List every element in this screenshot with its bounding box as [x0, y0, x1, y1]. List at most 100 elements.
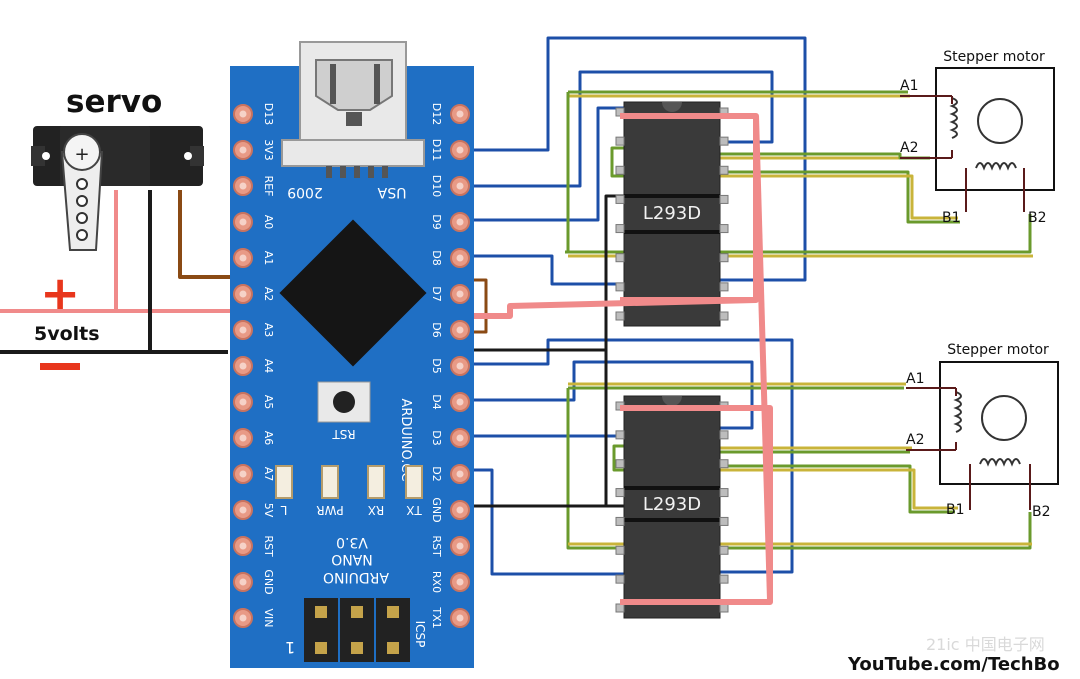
- chip-pin-right: [719, 574, 729, 584]
- plus-sign: +: [40, 266, 80, 322]
- chip-pin-left: [615, 165, 625, 175]
- right-pin-hole: [456, 218, 464, 226]
- stepper-motor-2-title: Stepper motor: [947, 342, 1049, 358]
- brand-label: ARDUINO.CC: [398, 398, 413, 481]
- chip-pin-right: [719, 136, 729, 146]
- right-pin-hole: [456, 290, 464, 298]
- left-pin-label: A2: [262, 287, 275, 302]
- chip-label-bg: [624, 196, 720, 230]
- watermark-logo: 21ic 中国电子网: [926, 635, 1045, 654]
- left-pin-label: 3V3: [262, 139, 275, 161]
- chip-pin-right: [719, 459, 729, 469]
- left-pin-hole: [239, 470, 247, 478]
- motor-1-a2: A2: [900, 140, 918, 156]
- left-pin-label: 5V: [262, 503, 275, 518]
- right-pin-hole: [456, 182, 464, 190]
- chip-pins: [615, 107, 729, 613]
- right-pin-label: D6: [430, 322, 443, 337]
- right-pin-hole: [456, 614, 464, 622]
- right-pin-label: D4: [430, 394, 443, 409]
- right-pin-hole: [456, 110, 464, 118]
- version-label: V3.0: [336, 534, 368, 550]
- icsp-pin1-label: 1: [285, 638, 295, 657]
- servo: servo +: [31, 84, 204, 251]
- right-pin-label: TX1: [430, 606, 443, 628]
- led-label-tx: TX: [406, 503, 423, 517]
- right-pin-hole: [456, 326, 464, 334]
- stepper-motor-2: Stepper motor A1 A2 B1 B2: [906, 342, 1059, 520]
- right-pin-label: D3: [430, 430, 443, 445]
- svg-text:+: +: [74, 144, 89, 165]
- right-pin-hole: [456, 542, 464, 550]
- motor-2-b1: B1: [946, 502, 965, 518]
- stepper-motor-1: Stepper motor A1 A2 B1 B2: [900, 49, 1055, 226]
- right-pin-label: RST: [430, 535, 443, 557]
- right-pin-hole: [456, 506, 464, 514]
- driver-chip-2: L293D: [623, 395, 721, 619]
- chip-pin-left: [615, 459, 625, 469]
- right-pin-label: D10: [430, 175, 443, 197]
- rst-label: RST: [332, 427, 356, 441]
- chip-pin-left: [615, 603, 625, 613]
- left-pin-label: A3: [262, 323, 275, 338]
- wire-d9: [462, 106, 624, 222]
- left-pin-label: A1: [262, 251, 275, 266]
- right-pin-label: D9: [430, 214, 443, 229]
- icsp-header: [304, 598, 410, 662]
- right-pin-hole: [456, 578, 464, 586]
- left-pin-label: A5: [262, 395, 275, 410]
- chip-pin-right: [719, 165, 729, 175]
- right-pin-label: D11: [430, 139, 443, 161]
- wire-d10: [462, 70, 774, 188]
- usb-text-left: 2009: [287, 184, 323, 200]
- wire-d5: [462, 338, 794, 574]
- left-pin-hole: [239, 182, 247, 190]
- chip-pin-right: [719, 603, 729, 613]
- chip-pin-left: [615, 253, 625, 263]
- motor-2-a1: A1: [906, 371, 924, 387]
- left-pin-hole: [239, 362, 247, 370]
- motor-1-a1: A1: [900, 78, 918, 94]
- model-sub-label: NANO: [331, 551, 373, 567]
- chip-pin-right: [719, 430, 729, 440]
- right-pin-hole: [456, 146, 464, 154]
- left-pin-label: A0: [262, 215, 275, 230]
- left-pin-label: A6: [262, 431, 275, 446]
- supply-label: 5volts: [34, 323, 100, 345]
- model-label: ARDUINO: [323, 569, 389, 585]
- wire-d8: [462, 254, 624, 286]
- wire-d11: [462, 36, 807, 282]
- reset-button[interactable]: [317, 381, 371, 423]
- stepper-motor-1-title: Stepper motor: [943, 49, 1045, 65]
- led-label-l: L: [280, 503, 287, 517]
- motor-1-b1: B1: [942, 210, 961, 226]
- right-pin-label: D5: [430, 358, 443, 373]
- minus-sign: [40, 363, 80, 370]
- driver-chip-1: L293D: [623, 101, 721, 327]
- left-pin-label: A7: [262, 467, 275, 482]
- left-pin-label: A4: [262, 359, 275, 374]
- driver-chip-1-label: L293D: [643, 203, 701, 224]
- motor-2-b2: B2: [1032, 504, 1051, 520]
- chip-pin-right: [719, 224, 729, 234]
- motor-1-b2: B2: [1028, 210, 1047, 226]
- wire-d4: [462, 360, 754, 430]
- watermark: 21ic 中国电子网 YouTube.com/TechBo: [847, 635, 1060, 675]
- right-pin-label: D7: [430, 286, 443, 301]
- chip-pin-right: [719, 282, 729, 292]
- left-pin-label: D13: [262, 103, 275, 125]
- servo-title: servo: [66, 84, 162, 120]
- led-label-rx: RX: [368, 503, 385, 517]
- right-pin-label: RX0: [430, 571, 443, 593]
- motor-2-a2: A2: [906, 432, 924, 448]
- chip-pin-right: [719, 545, 729, 555]
- led-label-pwr: PWR: [316, 503, 343, 517]
- status-leds: [275, 465, 423, 499]
- left-pin-hole: [239, 578, 247, 586]
- left-pin-hole: [239, 146, 247, 154]
- left-pin-label: REF: [262, 176, 275, 197]
- right-pin-label: GND: [430, 497, 443, 522]
- chip-pin-left: [615, 545, 625, 555]
- signal-wires: [462, 36, 1033, 576]
